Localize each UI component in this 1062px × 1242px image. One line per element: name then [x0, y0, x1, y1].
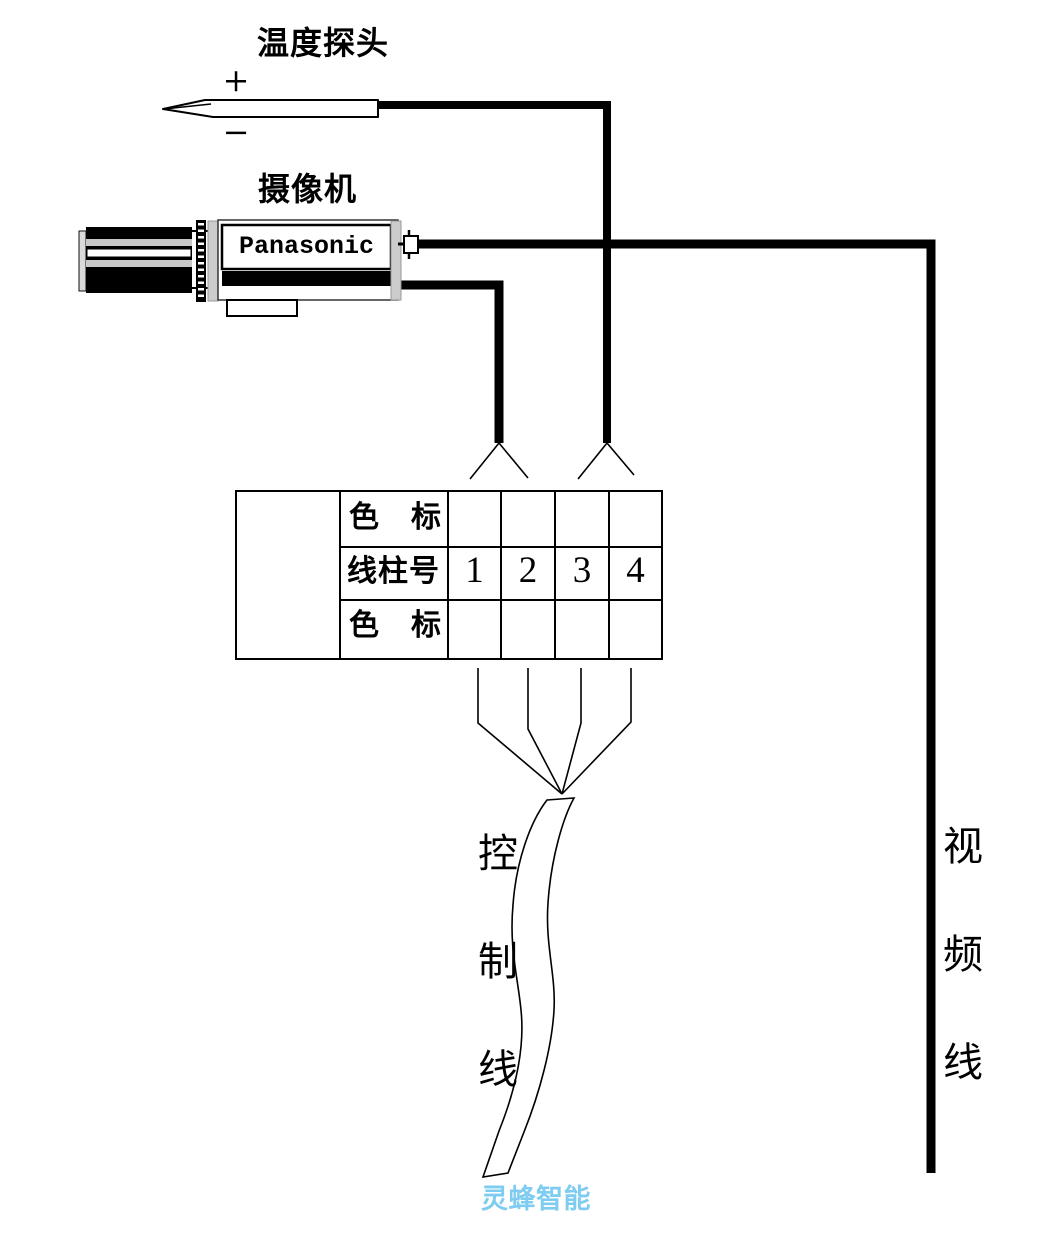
- terminal-number-2: 2: [518, 550, 538, 591]
- probe-plus-sign: +: [222, 61, 250, 99]
- focus-ring: [196, 220, 206, 302]
- camera-mount-foot: [226, 299, 298, 317]
- probe-wire: [378, 101, 611, 443]
- table-row3-label: 色 标: [349, 608, 442, 643]
- camera-title: 摄像机: [258, 170, 358, 208]
- temperature-probe-shape: [162, 99, 379, 118]
- wire-end-splits: [469, 442, 635, 480]
- terminal-number-1: 1: [465, 550, 484, 591]
- camera-brand-label: Panasonic: [238, 232, 375, 261]
- camera-shape: [78, 219, 419, 317]
- brand-plate: [220, 223, 393, 271]
- probe-minus-sign: −: [222, 113, 250, 151]
- probe-title: 温度探头: [257, 24, 390, 62]
- terminal-number-4: 4: [626, 550, 645, 591]
- table-row1-label: 色 标: [349, 500, 442, 535]
- terminal-number-3: 3: [572, 550, 592, 591]
- video-wire: [417, 239, 936, 1173]
- control-cable-shape: [481, 797, 576, 1179]
- control-conductors: [477, 668, 632, 795]
- lens-cap-bar: [78, 230, 87, 292]
- table-row2-label: 线柱号: [347, 554, 440, 589]
- bnc-connector: [398, 230, 419, 259]
- watermark: 灵蜂智能: [481, 1184, 591, 1215]
- camera-control-wire: [400, 280, 504, 443]
- video-line-label: 视频线: [936, 825, 982, 1149]
- terminal-table-grid: [235, 490, 663, 660]
- control-line-label: 控制线: [471, 832, 517, 1156]
